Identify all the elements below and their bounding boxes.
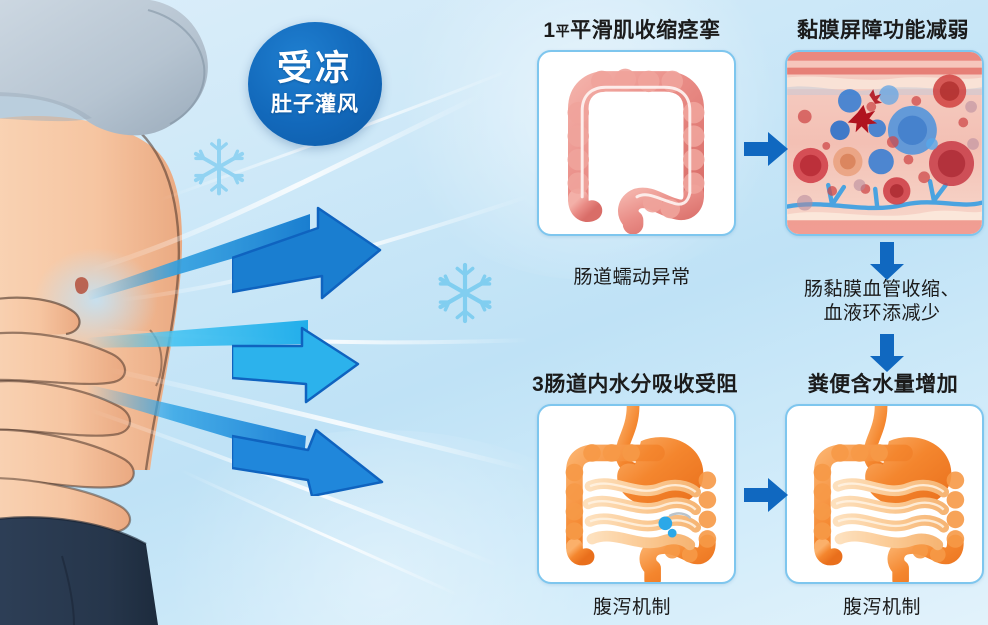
wind-arrow-heads — [230, 206, 422, 498]
middle-text-line-2: 血液环添减少 — [823, 303, 941, 325]
cell-title-stool-water: 粪便含水量增加 — [807, 373, 959, 396]
cold-exposure-badge: 受凉 肚子灌风 — [248, 22, 382, 146]
cell-title-mucosa-barrier: 黏膜屏障功能减弱 — [797, 19, 969, 42]
caption-diarrhea-mechanism-right: 腹泻机制 — [842, 597, 921, 618]
card-large-intestine — [537, 50, 736, 236]
arrow-right-icon — [742, 474, 790, 516]
water-droplet-marker — [658, 512, 692, 538]
cell-title-label: 肠道内水分吸收受阻 — [544, 373, 738, 396]
wind-arrow-bottom — [230, 428, 384, 498]
middle-explanatory-text: 肠黏膜血管收缩、 血液环添减少 — [774, 278, 988, 327]
snowflake-icon — [186, 134, 252, 200]
badge-main-text: 受凉 — [276, 49, 353, 89]
wind-arrow-top — [230, 206, 382, 300]
middle-text-line-1: 肠黏膜血管收缩、 — [803, 279, 960, 300]
caption-intestinal-motility: 肠道蠕动异常 — [573, 267, 691, 288]
cell-title-tiny-char: 平 — [555, 23, 571, 39]
cell-title-smooth-muscle: 1平平滑肌收缩痉挛 — [516, 14, 748, 44]
cell-title-water-absorption: 3肠道内水分吸收受阻 — [516, 368, 754, 398]
cell-title-number: 3 — [532, 373, 545, 396]
snowflake-icon — [430, 258, 500, 328]
wind-arrow-middle — [230, 326, 360, 404]
arrow-down-icon — [868, 332, 906, 374]
cell-title-number: 1 — [543, 19, 556, 42]
card-digestive-tract — [785, 404, 984, 584]
card-digestive-tract-water — [537, 404, 736, 584]
caption-diarrhea-mechanism-left: 腹泻机制 — [592, 597, 671, 618]
arrow-down-icon — [868, 240, 906, 282]
card-intestinal-mucosa — [785, 50, 984, 236]
arrow-right-icon — [742, 128, 790, 170]
badge-sub-text: 肚子灌风 — [271, 92, 359, 116]
mechanism-flow-diagram: 1平平滑肌收缩痉挛 黏膜屏障功能减弱 — [516, 0, 988, 625]
cell-title-label: 平滑肌收缩痉挛 — [570, 19, 721, 42]
